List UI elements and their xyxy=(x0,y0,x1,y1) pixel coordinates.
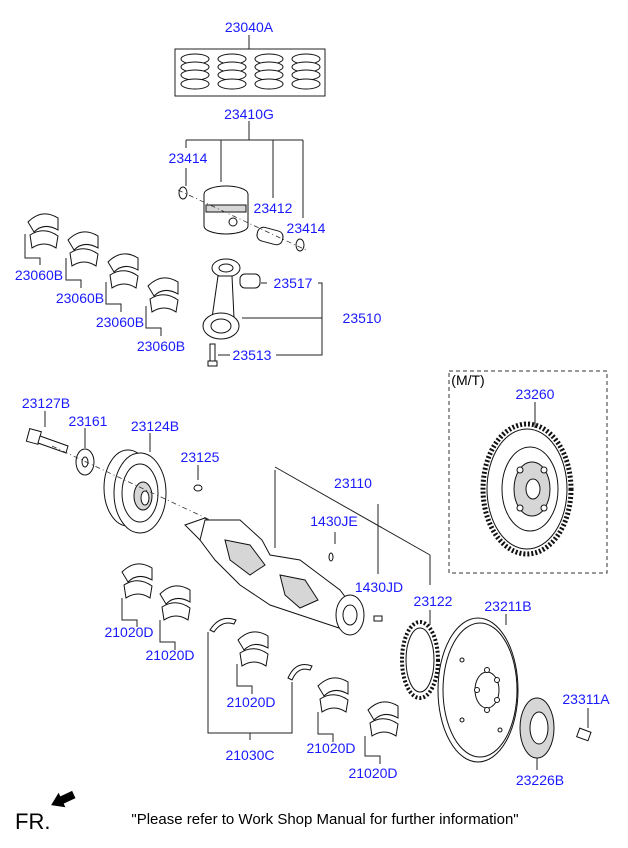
label-conrod-bushing[interactable]: 23517 xyxy=(274,275,313,291)
label-pulley-bolt[interactable]: 23127B xyxy=(22,395,70,411)
label-piston-pin[interactable]: 23412 xyxy=(254,200,293,216)
label-crankshaft[interactable]: 23110 xyxy=(334,475,372,491)
label-pin-2[interactable]: 1430JD xyxy=(355,579,403,595)
label-main-bearing-1[interactable]: 21020D xyxy=(104,624,153,640)
footnote: "Please refer to Work Shop Manual for fu… xyxy=(131,811,518,828)
label-conrod-bearing-1[interactable]: 23060B xyxy=(15,267,63,283)
label-main-bearing-4[interactable]: 21020D xyxy=(306,740,355,756)
label-adapter-plate[interactable]: 23226B xyxy=(516,772,564,788)
label-piston-assy[interactable]: 23410G xyxy=(224,106,274,122)
crankshaft xyxy=(184,466,431,636)
flywheel-box xyxy=(448,370,608,574)
label-conrod-bolt[interactable]: 23513 xyxy=(233,347,272,363)
label-plate-bolt[interactable]: 23311A xyxy=(562,691,610,707)
label-flywheel[interactable]: 23260 xyxy=(516,386,555,402)
label-ring-gear[interactable]: 23122 xyxy=(414,593,453,609)
direction-label: FR. xyxy=(15,809,50,834)
drive-plate xyxy=(437,614,592,770)
pulley-group xyxy=(25,411,211,534)
label-piston-ring-set[interactable]: 23040A xyxy=(225,19,274,35)
label-conrod-bearing-2[interactable]: 23060B xyxy=(56,290,104,306)
connecting-rod xyxy=(202,258,323,367)
label-pin-1[interactable]: 1430JE xyxy=(310,513,357,529)
label-snap-ring-left[interactable]: 23414 xyxy=(169,150,208,166)
label-washer[interactable]: 23161 xyxy=(69,413,108,429)
ring-gear xyxy=(400,610,440,700)
conrod-bearings xyxy=(24,213,179,336)
label-main-bearing-5[interactable]: 21020D xyxy=(348,765,397,781)
piston-ring-set xyxy=(174,35,326,97)
label-conrod-assy[interactable]: 23510 xyxy=(343,310,382,326)
label-main-bearing-2[interactable]: 21020D xyxy=(145,647,194,663)
transmission-box-label: (M/T) xyxy=(451,372,484,388)
front-direction-arrow-icon xyxy=(51,790,76,808)
snap-ring-left-shape xyxy=(178,186,188,200)
label-conrod-bearing-3[interactable]: 23060B xyxy=(96,314,144,330)
label-woodruff-key[interactable]: 23125 xyxy=(181,449,220,465)
label-main-bearing-3[interactable]: 21020D xyxy=(226,694,275,710)
label-conrod-bearing-4[interactable]: 23060B xyxy=(137,338,185,354)
main-bearings xyxy=(121,563,399,764)
label-thrust-washer[interactable]: 21030C xyxy=(225,747,274,763)
label-drive-plate[interactable]: 23211B xyxy=(484,598,531,614)
label-damper-pulley[interactable]: 23124B xyxy=(131,418,179,434)
label-snap-ring-right[interactable]: 23414 xyxy=(287,220,326,236)
piston-assembly xyxy=(177,121,307,252)
